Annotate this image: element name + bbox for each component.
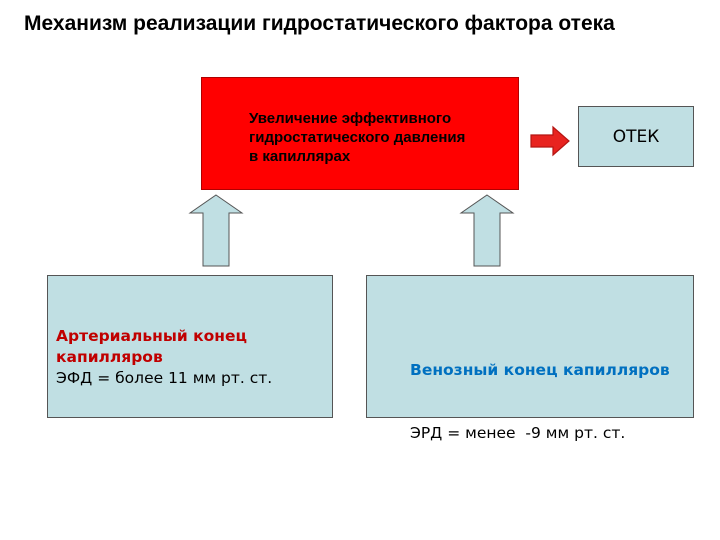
up-arrow-right-icon xyxy=(459,194,515,267)
arterial-end-heading: Артериальный конец xyxy=(56,327,248,345)
effective-pressure-line: Увеличение эффективного xyxy=(249,110,452,127)
venous-end-text: Венозный конец капилляров ЭРД = менее -9… xyxy=(410,318,694,486)
arterial-end-box: Артериальный конец капилляров ЭФД = боле… xyxy=(47,275,333,418)
arterial-end-heading: капилляров xyxy=(56,348,163,366)
right-arrow-icon xyxy=(530,125,570,157)
arterial-end-value: ЭФД = более 11 мм рт. ст. xyxy=(56,369,273,387)
edema-box: ОТЕК xyxy=(578,106,694,167)
venous-end-value: ЭРД = менее -9 мм рт. ст. xyxy=(410,424,626,442)
venous-end-heading: Венозный конец капилляров xyxy=(410,361,670,379)
effective-pressure-text: Увеличение эффективного гидростатическог… xyxy=(249,109,517,166)
arterial-end-text: Артериальный конец капилляров ЭФД = боле… xyxy=(56,326,326,389)
effective-pressure-line: гидростатического давления xyxy=(249,129,466,146)
effective-pressure-line: в капиллярах xyxy=(249,148,351,165)
page-title: Механизм реализации гидростатического фа… xyxy=(24,12,615,35)
up-arrow-left-icon xyxy=(188,194,244,267)
effective-pressure-box: Увеличение эффективного гидростатическог… xyxy=(201,77,519,190)
venous-end-box: Венозный конец капилляров ЭРД = менее -9… xyxy=(366,275,694,442)
